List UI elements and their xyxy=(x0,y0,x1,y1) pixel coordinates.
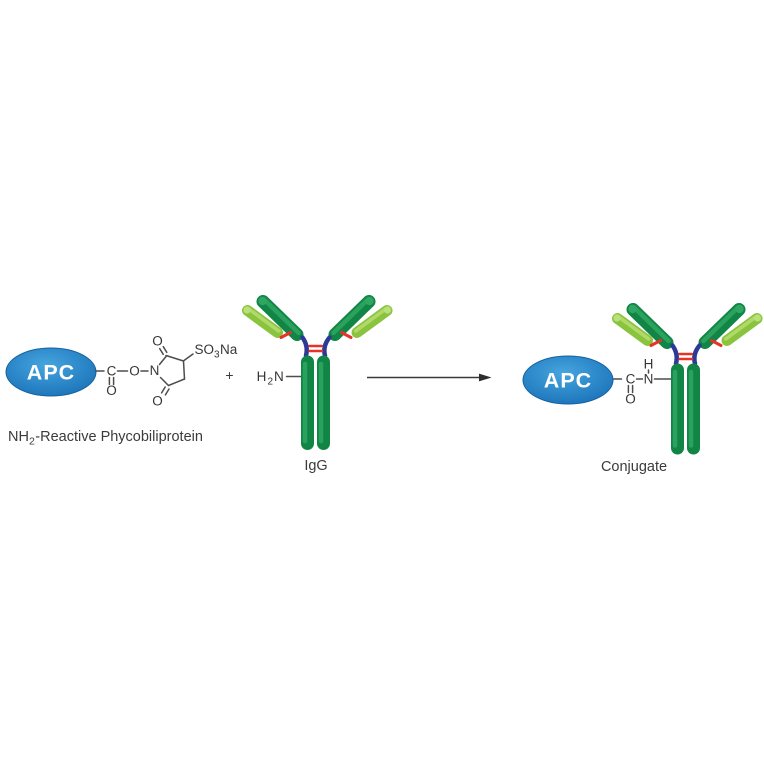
hinge-right xyxy=(322,335,332,358)
carbonyl-o: O xyxy=(106,383,117,398)
light-chain-left-highlight xyxy=(616,315,651,341)
light-heavy-bond-right xyxy=(710,339,723,347)
apc-label: APC xyxy=(27,361,75,385)
amide-n: N xyxy=(644,372,654,387)
bond-c3-so3 xyxy=(183,353,194,362)
light-chain-right-highlight xyxy=(723,315,758,341)
amide-o: O xyxy=(625,392,636,407)
heavy-chain-arm-left-cap xyxy=(628,304,637,314)
ring-bond-c3-c4 xyxy=(182,360,186,380)
reagent-caption-subscript: 2 xyxy=(29,436,35,448)
reagent-caption: NH 2 -Reactive Phycobiliprotein xyxy=(8,429,203,448)
light-chain-right-cap xyxy=(383,306,392,314)
ring-bond-c2-c3 xyxy=(165,354,185,362)
amine-subscript: 2 xyxy=(268,377,274,388)
ring-bond-c4-c5 xyxy=(167,378,186,387)
conjugate-group: APC C O N H xyxy=(522,303,763,475)
ester-o: O xyxy=(129,364,140,379)
conjugate-apc-ellipse xyxy=(522,355,614,405)
reaction-arrow xyxy=(367,373,492,382)
amine-group: H 2 N xyxy=(257,369,302,388)
light-heavy-bond-left xyxy=(649,339,662,347)
arrow-head xyxy=(479,373,492,382)
ring-top-o: O xyxy=(152,334,163,349)
ring-n: N xyxy=(150,363,160,378)
ring-top-double-2 xyxy=(162,345,168,354)
light-chain-left xyxy=(612,313,653,346)
heavy-chain-arm-left-cap xyxy=(258,296,267,306)
hinge-left xyxy=(670,343,679,366)
ring-bottom-double-1 xyxy=(160,386,166,394)
hinge-left xyxy=(300,335,309,358)
light-chain-right-cap xyxy=(753,314,762,322)
reagent-caption-pre: NH xyxy=(8,429,29,445)
conjugate-antibody xyxy=(612,303,763,455)
reagent-structure: APC C O O N O O SO 3 Na xyxy=(5,334,238,448)
light-chain-left-highlight xyxy=(246,307,281,333)
conjugate-apc-label: APC xyxy=(544,369,592,393)
ring-bottom-double-2 xyxy=(164,388,170,396)
sulfo-so: SO xyxy=(195,342,215,357)
light-heavy-bond-left xyxy=(279,331,292,339)
light-chain-right-highlight xyxy=(353,307,388,333)
ring-bond-c5-n xyxy=(159,376,170,387)
heavy-chain-arm-left-highlight xyxy=(262,297,301,336)
igg-antibody: H 2 N IgG xyxy=(242,295,393,474)
light-chain-left-cap xyxy=(613,314,621,322)
apc-ellipse xyxy=(5,347,97,397)
amine-h: H xyxy=(257,369,267,384)
plus-sign: + xyxy=(225,367,233,383)
heavy-chain-arm-right-highlight xyxy=(701,305,740,344)
heavy-chain-arm-left-highlight xyxy=(632,305,671,344)
sulfo-group: SO 3 Na xyxy=(183,342,238,362)
igg-caption: IgG xyxy=(304,458,327,474)
amine-n: N xyxy=(274,369,284,384)
amide-c: C xyxy=(626,372,636,387)
reagent-caption-post: -Reactive Phycobiliprotein xyxy=(35,429,203,445)
conjugate-caption: Conjugate xyxy=(601,459,667,475)
amide-linkage: C O N H xyxy=(612,357,672,407)
heavy-chain-arm-right-cap xyxy=(365,296,374,306)
nhs-ring: O O xyxy=(152,334,186,409)
heavy-chain-arm-right-cap xyxy=(735,304,744,314)
sulfo-subscript: 3 xyxy=(214,350,220,361)
carbonyl-c: C xyxy=(107,364,117,379)
light-chain-left xyxy=(242,305,283,338)
ring-bond-n-c2 xyxy=(158,355,167,366)
ring-top-double-1 xyxy=(158,347,164,356)
ring-bottom-o: O xyxy=(152,394,163,409)
heavy-chain-arm-right-highlight xyxy=(331,297,370,336)
hinge-right xyxy=(692,343,702,366)
light-chain-right xyxy=(351,305,393,338)
light-chain-left-cap xyxy=(243,306,251,314)
light-heavy-bond-right xyxy=(340,331,353,339)
sulfo-na: Na xyxy=(220,342,238,357)
amide-h: H xyxy=(644,357,654,372)
light-chain-right xyxy=(721,313,763,346)
